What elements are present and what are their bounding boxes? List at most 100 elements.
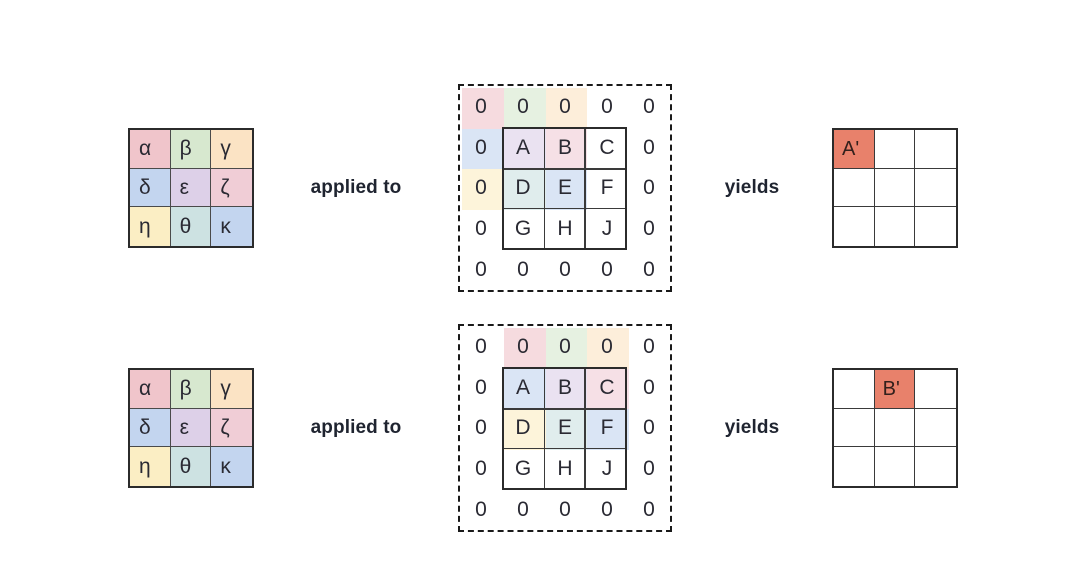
cell-value: 0 bbox=[559, 258, 571, 282]
padding-zero-cell: 0 bbox=[460, 326, 502, 367]
cell-value: 0 bbox=[517, 334, 529, 358]
result-cell bbox=[874, 408, 916, 448]
kernel-cell: γ bbox=[211, 370, 252, 409]
cell-value: 0 bbox=[643, 498, 655, 522]
cell-value: 0 bbox=[601, 94, 613, 118]
padding-zero-cell: 0 bbox=[460, 448, 502, 489]
padding-zero-cell: 0 bbox=[628, 168, 670, 209]
result-cell bbox=[915, 447, 956, 486]
cell-value: 0 bbox=[559, 498, 571, 522]
cell-value: 0 bbox=[643, 258, 655, 282]
padding-zero-cell: 0 bbox=[628, 249, 670, 290]
yields-label: yields bbox=[724, 177, 780, 198]
cell-value: E bbox=[557, 416, 572, 440]
padding-zero-cell: 0 bbox=[460, 489, 502, 530]
cell-value: G bbox=[514, 457, 532, 481]
padding-zero-cell: 0 bbox=[460, 208, 502, 249]
padding-zero-cell: 0 bbox=[544, 249, 586, 290]
cell-value: 0 bbox=[517, 94, 529, 118]
data-cell: C bbox=[586, 367, 628, 408]
data-cell: E bbox=[544, 168, 586, 209]
data-cell: C bbox=[586, 127, 628, 168]
cell-value: H bbox=[557, 217, 573, 241]
cell-value: 0 bbox=[517, 258, 529, 282]
padding-zero-cell: 0 bbox=[460, 86, 502, 127]
data-cell: G bbox=[502, 208, 544, 249]
cell-value: 0 bbox=[475, 498, 487, 522]
cell-value: J bbox=[601, 457, 613, 481]
result-cell bbox=[874, 207, 916, 246]
kernel-cell: ζ bbox=[211, 168, 252, 208]
cell-value: 0 bbox=[475, 334, 487, 358]
result-cell bbox=[915, 370, 956, 409]
padding-zero-cell: 0 bbox=[628, 367, 670, 408]
cell-value: F bbox=[600, 176, 614, 200]
padding-zero-cell: 0 bbox=[586, 249, 628, 290]
cell-value: 0 bbox=[643, 217, 655, 241]
padding-zero-cell: 0 bbox=[628, 408, 670, 449]
kernel-cell: κ bbox=[211, 447, 252, 486]
padding-zero-cell: 0 bbox=[586, 86, 628, 127]
data-cell: A bbox=[502, 367, 544, 408]
cell-value: 0 bbox=[601, 258, 613, 282]
padding-zero-cell: 0 bbox=[460, 127, 502, 168]
cell-value: B bbox=[557, 135, 572, 159]
result-cell bbox=[874, 168, 916, 208]
result-highlight-cell: A' bbox=[834, 130, 875, 169]
cell-value: 0 bbox=[475, 258, 487, 282]
result-matrix: A' bbox=[832, 128, 958, 248]
result-cell bbox=[834, 447, 875, 486]
cell-value: 0 bbox=[559, 94, 571, 118]
padding-zero-cell: 0 bbox=[460, 408, 502, 449]
kernel-cell: δ bbox=[130, 408, 171, 448]
cell-value: C bbox=[599, 375, 615, 399]
data-cell: H bbox=[544, 208, 586, 249]
cell-value: 0 bbox=[475, 457, 487, 481]
cell-value: 0 bbox=[559, 334, 571, 358]
padding-zero-cell: 0 bbox=[628, 208, 670, 249]
result-cell bbox=[834, 370, 875, 409]
kernel-cell: η bbox=[130, 447, 171, 486]
data-cell: J bbox=[586, 448, 628, 489]
applied-to-label: applied to bbox=[310, 177, 402, 198]
result-cell bbox=[834, 168, 875, 208]
data-cell: D bbox=[502, 408, 544, 449]
result-cell bbox=[834, 408, 875, 448]
cell-value: 0 bbox=[643, 334, 655, 358]
cell-value: 0 bbox=[475, 375, 487, 399]
kernel-cell: θ bbox=[170, 207, 212, 246]
data-cell: A bbox=[502, 127, 544, 168]
data-cell: F bbox=[586, 168, 628, 209]
data-cell: H bbox=[544, 448, 586, 489]
padding-zero-cell: 0 bbox=[628, 489, 670, 530]
cell-value: B bbox=[557, 375, 572, 399]
padding-zero-cell: 0 bbox=[628, 326, 670, 367]
padding-zero-cell: 0 bbox=[544, 86, 586, 127]
result-cell bbox=[834, 207, 875, 246]
padding-zero-cell: 0 bbox=[502, 249, 544, 290]
result-matrix: B' bbox=[832, 368, 958, 488]
padding-zero-cell: 0 bbox=[460, 367, 502, 408]
data-cell: E bbox=[544, 408, 586, 449]
cell-value: A bbox=[515, 375, 530, 399]
padding-zero-cell: 0 bbox=[460, 168, 502, 209]
kernel-cell: β bbox=[170, 370, 212, 409]
kernel-cell: β bbox=[170, 130, 212, 169]
padding-zero-cell: 0 bbox=[502, 86, 544, 127]
padding-zero-cell: 0 bbox=[544, 326, 586, 367]
cell-value: 0 bbox=[517, 498, 529, 522]
kernel-cell: θ bbox=[170, 447, 212, 486]
data-cell: F bbox=[586, 408, 628, 449]
cell-value: 0 bbox=[475, 94, 487, 118]
cell-value: 0 bbox=[643, 457, 655, 481]
cell-value: H bbox=[557, 457, 573, 481]
cell-value: 0 bbox=[475, 416, 487, 440]
kernel-cell: η bbox=[130, 207, 171, 246]
cell-value: 0 bbox=[475, 135, 487, 159]
